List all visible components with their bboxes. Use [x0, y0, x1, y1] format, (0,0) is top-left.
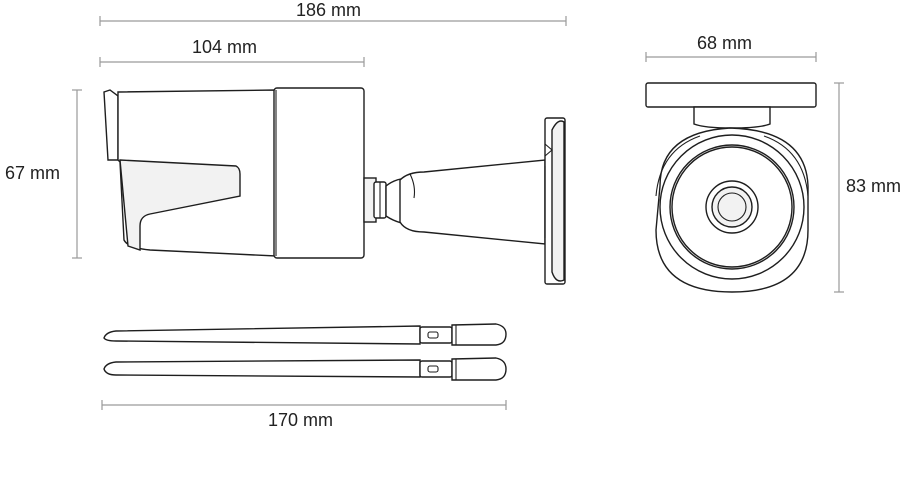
- dim-line-antenna-length: [101, 400, 507, 410]
- dim-line-height-front: [834, 82, 844, 293]
- label-height-front: 83 mm: [846, 176, 902, 196]
- camera-front-view: [645, 82, 817, 293]
- antenna-top: [103, 323, 507, 346]
- antenna-bottom: [103, 357, 507, 381]
- dim-line-body-length: [99, 57, 365, 67]
- label-antenna-length: 170 mm: [268, 410, 334, 430]
- dim-line-height-side: [72, 89, 82, 259]
- dim-line-width-front: [645, 52, 817, 62]
- label-total-length: 186 mm: [296, 0, 362, 20]
- label-height-side: 67 mm: [5, 163, 61, 183]
- camera-side-view: [103, 87, 566, 285]
- dim-line-total-length: [99, 16, 567, 26]
- label-body-length: 104 mm: [192, 37, 258, 57]
- label-width-front: 68 mm: [697, 33, 753, 53]
